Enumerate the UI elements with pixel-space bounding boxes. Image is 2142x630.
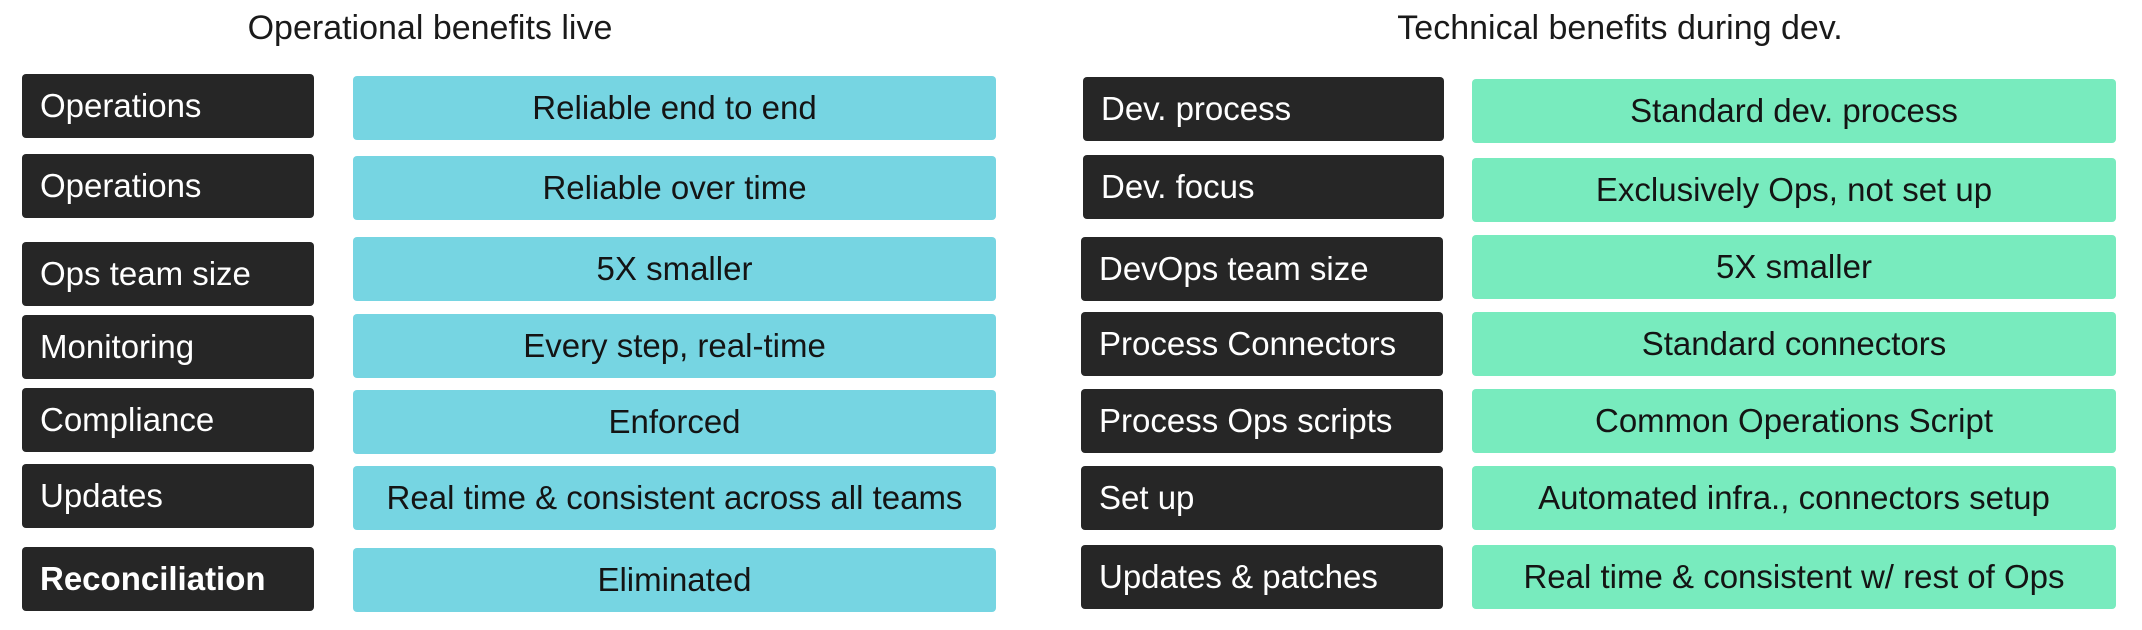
technical-benefits-title: Technical benefits during dev. (1397, 9, 1843, 47)
operational-row-label: Updates (22, 464, 314, 528)
technical-row-label: Set up (1081, 466, 1443, 530)
operational-row-value: Real time & consistent across all teams (353, 466, 996, 530)
operational-row-value: 5X smaller (353, 237, 996, 301)
technical-row-label: Updates & patches (1081, 545, 1443, 609)
technical-row-value: 5X smaller (1472, 235, 2116, 299)
technical-row-value: Real time & consistent w/ rest of Ops (1472, 545, 2116, 609)
operational-row-value: Every step, real-time (353, 314, 996, 378)
technical-row-value: Exclusively Ops, not set up (1472, 158, 2116, 222)
technical-row-label: Process Connectors (1081, 312, 1443, 376)
operational-row-label: Monitoring (22, 315, 314, 379)
technical-row-label: Dev. process (1083, 77, 1444, 141)
technical-row-label: Process Ops scripts (1081, 389, 1443, 453)
technical-row-value: Common Operations Script (1472, 389, 2116, 453)
technical-row-value: Automated infra., connectors setup (1472, 466, 2116, 530)
operational-row-label: Reconciliation (22, 547, 314, 611)
technical-row-value: Standard connectors (1472, 312, 2116, 376)
operational-row-label: Ops team size (22, 242, 314, 306)
operational-row-value: Reliable over time (353, 156, 996, 220)
operational-row-label: Operations (22, 74, 314, 138)
operational-row-label: Operations (22, 154, 314, 218)
technical-row-label: Dev. focus (1083, 155, 1444, 219)
technical-row-value: Standard dev. process (1472, 79, 2116, 143)
technical-row-label: DevOps team size (1081, 237, 1443, 301)
operational-row-value: Reliable end to end (353, 76, 996, 140)
operational-row-value: Enforced (353, 390, 996, 454)
operational-row-value: Eliminated (353, 548, 996, 612)
operational-row-label: Compliance (22, 388, 314, 452)
operational-benefits-title: Operational benefits live (247, 9, 613, 47)
